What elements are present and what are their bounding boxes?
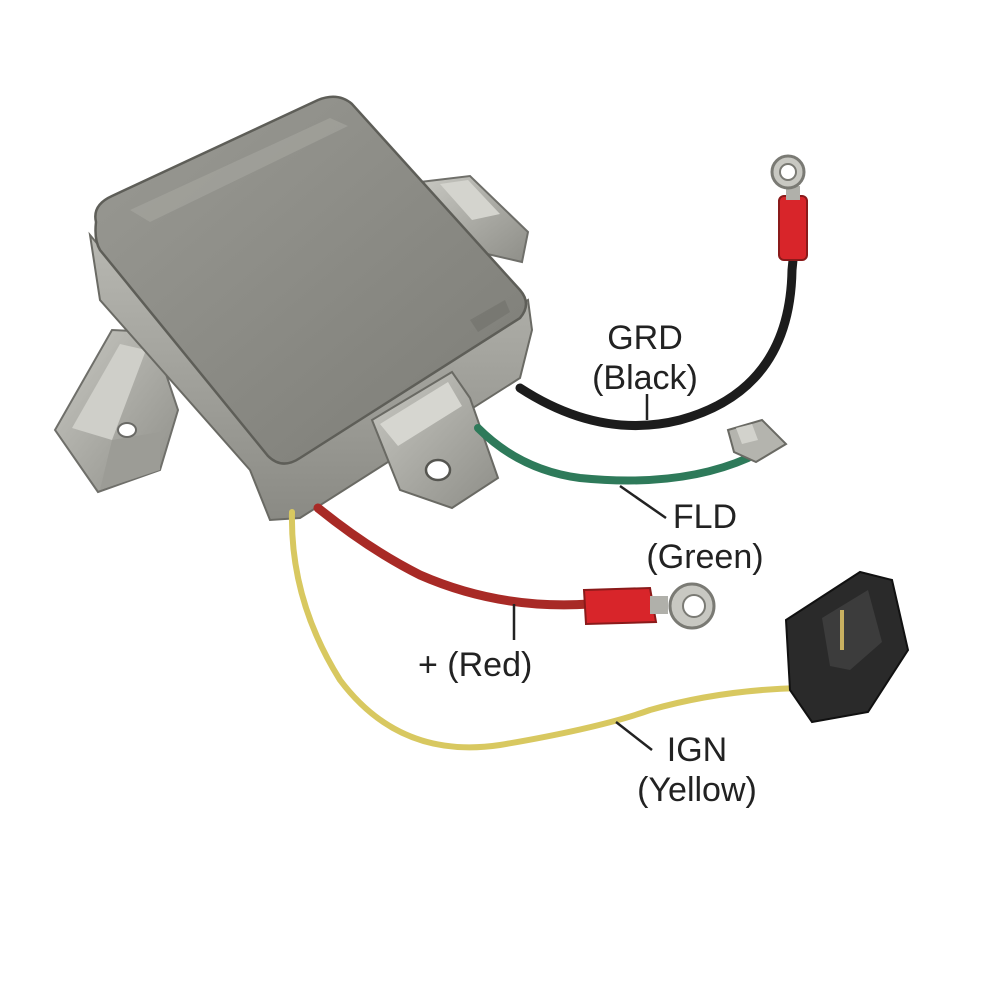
label-grd: GRD (Black) bbox=[578, 318, 712, 398]
wire-positive-red bbox=[313, 503, 716, 630]
crimp-terminal-red bbox=[778, 195, 808, 261]
wire-ground-black bbox=[515, 154, 808, 431]
label-ign: IGN (Yellow) bbox=[622, 730, 772, 810]
leader-lines bbox=[512, 394, 667, 751]
label-ign-name: IGN bbox=[666, 731, 728, 769]
crimp-terminal-red-positive bbox=[582, 586, 658, 626]
label-positive: + (Red) bbox=[418, 645, 568, 685]
plug-connector-ignition bbox=[784, 570, 910, 724]
label-fld: FLD (Green) bbox=[630, 497, 780, 577]
label-fld-name: FLD bbox=[672, 498, 738, 536]
mounting-bracket-left bbox=[53, 328, 180, 494]
label-grd-name: GRD bbox=[607, 319, 683, 357]
spade-terminal-field bbox=[726, 418, 788, 464]
mounting-bracket-front bbox=[370, 370, 500, 510]
leader-fld bbox=[619, 484, 667, 520]
wire-field-green bbox=[474, 418, 788, 485]
label-ign-color: (Yellow) bbox=[637, 771, 757, 809]
label-fld-color: (Green) bbox=[646, 538, 764, 576]
label-grd-color: (Black) bbox=[592, 359, 698, 397]
wire-ignition-yellow bbox=[288, 509, 910, 751]
label-positive-text: + (Red) bbox=[418, 646, 533, 684]
leader-ign bbox=[615, 721, 653, 751]
